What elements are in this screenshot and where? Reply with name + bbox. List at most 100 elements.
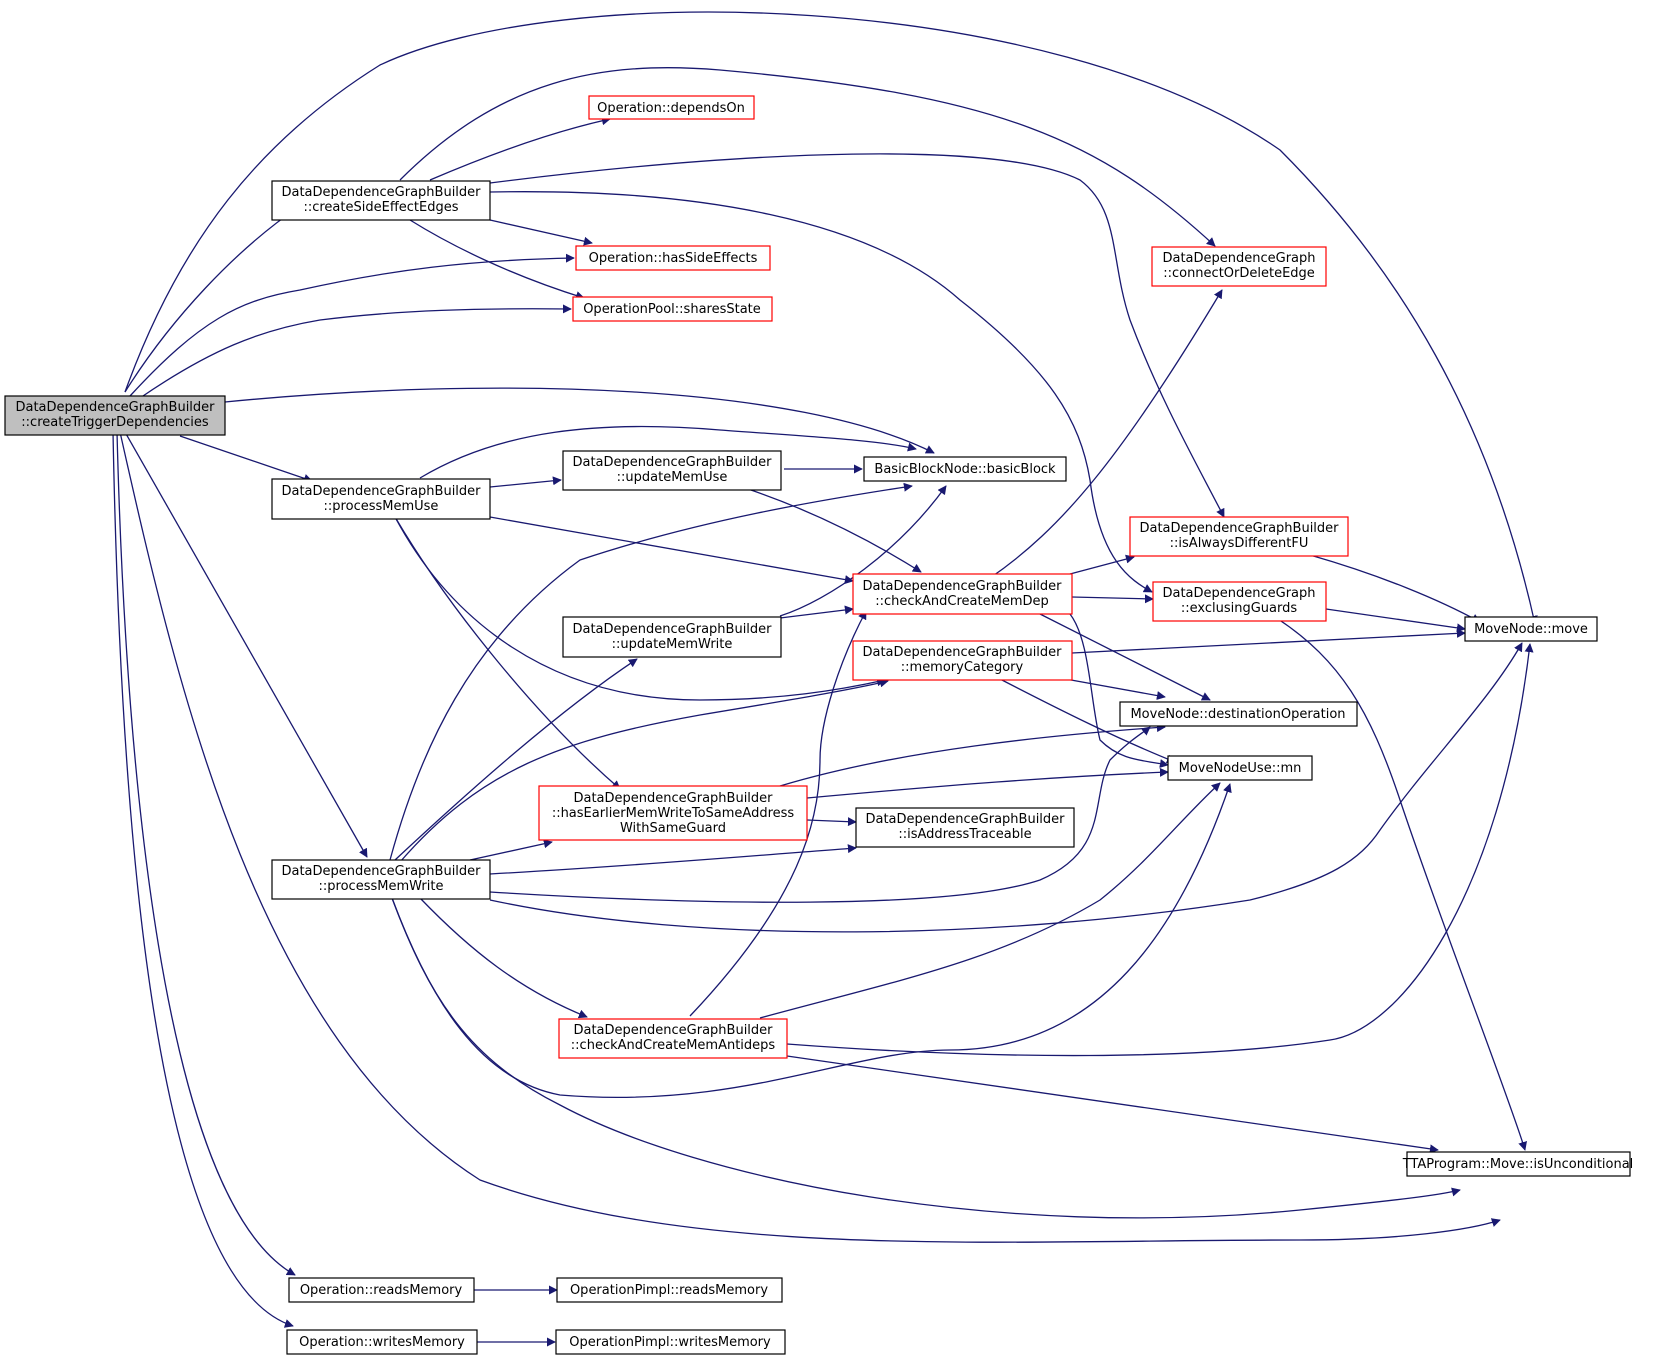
node-label: ::isAlwaysDifferentFU: [1170, 536, 1309, 551]
node-label: DataDependenceGraphBuilder: [862, 579, 1062, 594]
node-label: DataDependenceGraphBuilder: [862, 645, 1062, 660]
node-update-mem-use[interactable]: DataDependenceGraphBuilder ::updateMemUs…: [562, 450, 782, 491]
edge-root-writesMemory: [112, 431, 294, 1328]
node-update-mem-write[interactable]: DataDependenceGraphBuilder ::updateMemWr…: [562, 616, 782, 658]
nodes: DataDependenceGraphBuilder ::createTrigg…: [4, 95, 1634, 1355]
node-label: DataDependenceGraphBuilder: [572, 622, 772, 637]
edge-pmu-hasEarlierMemWrite: [394, 516, 621, 790]
node-depends-on[interactable]: Operation::dependsOn: [588, 95, 755, 120]
node-label: DataDependenceGraphBuilder: [573, 1023, 773, 1038]
node-basic-block[interactable]: BasicBlockNode::basicBlock: [863, 456, 1067, 482]
edge-cse-hasSideEffects: [489, 219, 593, 246]
node-label: ::createSideEffectEdges: [303, 200, 458, 215]
edge-root-createSideEffectEdges: [124, 205, 301, 393]
node-process-mem-write[interactable]: DataDependenceGraphBuilder ::processMemW…: [271, 859, 491, 900]
edge-umw-basicBlock: [779, 485, 947, 617]
node-label: DataDependenceGraphBuilder: [281, 185, 481, 200]
node-writes-memory[interactable]: Operation::writesMemory: [286, 1329, 478, 1355]
node-label: DataDependenceGraphBuilder: [281, 484, 481, 499]
node-label: MoveNode::destinationOperation: [1130, 707, 1345, 722]
node-mn[interactable]: MoveNodeUse::mn: [1167, 755, 1313, 781]
node-label: DataDependenceGraphBuilder: [15, 400, 215, 415]
node-label: Operation::hasSideEffects: [589, 251, 758, 266]
edge-ccmd-mn: [1069, 613, 1169, 769]
edge-umw-checkAndCreateMemDep: [779, 605, 854, 619]
edge-iadfu-move: [1309, 554, 1481, 623]
node-label: Operation::dependsOn: [597, 101, 745, 116]
edge-ccma-move: [786, 643, 1534, 1057]
edge-pmu-memoryCategory: [394, 516, 886, 701]
node-create-trigger-dependencies[interactable]: DataDependenceGraphBuilder ::createTrigg…: [4, 395, 226, 436]
node-label: Operation::readsMemory: [300, 1283, 463, 1298]
edge-ccmd-destinationOperation: [1039, 613, 1211, 701]
edge-root-processMemUse: [179, 435, 313, 483]
edge-root-isUnconditional: [119, 431, 1501, 1243]
node-label: OperationPool::sharesState: [583, 302, 761, 317]
edge-ccma-isUnconditional: [786, 1055, 1439, 1154]
edge-eg-move: [1325, 608, 1466, 633]
node-label: OperationPimpl::writesMemory: [569, 1335, 771, 1350]
node-label: ::connectOrDeleteEdge: [1163, 266, 1315, 281]
edge-pmu-checkAndCreateMemDep: [489, 516, 854, 585]
edge-root-readsMemory: [116, 431, 296, 1276]
node-label: ::checkAndCreateMemAntideps: [571, 1038, 776, 1053]
edge-hemw-destinationOperation: [779, 723, 1166, 787]
node-process-mem-use[interactable]: DataDependenceGraphBuilder ::processMemU…: [271, 478, 491, 520]
edge-pmw-mn: [391, 783, 1232, 1099]
node-label: DataDependenceGraphBuilder: [281, 864, 481, 879]
node-is-unconditional[interactable]: TTAProgram::Move::isUnconditional: [1402, 1151, 1634, 1177]
node-label: ::memoryCategory: [901, 660, 1024, 675]
edge-ccma-mn: [759, 782, 1221, 1019]
edge-cse-sharesState: [409, 219, 585, 300]
node-memory-category[interactable]: DataDependenceGraphBuilder ::memoryCateg…: [852, 640, 1073, 681]
node-label: TTAProgram::Move::isUnconditional: [1402, 1157, 1634, 1172]
edge-pmw-memoryCategory: [399, 678, 889, 863]
edge-pmw-destinationOperation: [489, 726, 1151, 903]
node-label: ::processMemUse: [324, 499, 439, 514]
edge-mc-destinationOperation: [1059, 677, 1166, 700]
edge-root-sharesState: [139, 304, 572, 399]
edge-pmw-isAddressTraceable: [489, 844, 857, 875]
node-shares-state[interactable]: OperationPool::sharesState: [572, 296, 773, 322]
edge-pmw-isUnconditional: [391, 897, 1461, 1219]
node-destination-operation[interactable]: MoveNode::destinationOperation: [1119, 701, 1358, 727]
node-has-side-effects[interactable]: Operation::hasSideEffects: [575, 245, 771, 271]
edge-root-hasSideEffects: [129, 253, 575, 397]
node-label: ::createTriggerDependencies: [21, 415, 209, 430]
edge-umu-checkAndCreateMemDep: [747, 488, 922, 573]
node-is-address-traceable[interactable]: DataDependenceGraphBuilder ::isAddressTr…: [855, 807, 1075, 848]
node-label: ::hasEarlierMemWriteToSameAddress: [552, 806, 795, 821]
node-create-side-effect-edges[interactable]: DataDependenceGraphBuilder ::createSideE…: [271, 180, 491, 221]
edge-pmw-basicBlock: [389, 482, 913, 861]
node-is-always-different-fu[interactable]: DataDependenceGraphBuilder ::isAlwaysDif…: [1129, 516, 1349, 557]
node-label: WithSameGuard: [620, 821, 726, 836]
node-pimpl-reads-memory[interactable]: OperationPimpl::readsMemory: [556, 1277, 783, 1303]
node-reads-memory[interactable]: Operation::readsMemory: [288, 1277, 475, 1303]
edge-root-processMemWrite: [124, 431, 368, 858]
node-check-and-create-mem-dep[interactable]: DataDependenceGraphBuilder ::checkAndCre…: [852, 573, 1073, 615]
node-label: DataDependenceGraphBuilder: [573, 791, 773, 806]
edge-pmu-basicBlock: [419, 425, 917, 479]
edge-cse-isAlwaysDifferentFU: [489, 153, 1225, 518]
node-has-earlier-mem-write[interactable]: DataDependenceGraphBuilder ::hasEarlierM…: [538, 785, 808, 841]
node-label: DataDependenceGraph: [1162, 251, 1315, 266]
node-label: DataDependenceGraphBuilder: [572, 455, 772, 470]
edge-ccmd-connectOrDeleteEdge: [989, 289, 1223, 579]
node-exclusing-guards[interactable]: DataDependenceGraph ::exclusingGuards: [1152, 581, 1327, 622]
node-connect-or-delete-edge[interactable]: DataDependenceGraph ::connectOrDeleteEdg…: [1151, 246, 1327, 287]
edge-root-basicBlock: [224, 387, 935, 454]
node-pimpl-writes-memory[interactable]: OperationPimpl::writesMemory: [555, 1329, 786, 1355]
edge-cse-dependsOn: [429, 116, 611, 181]
edge-ccmd-isAlwaysDifferentFU: [1069, 554, 1135, 575]
node-label: MoveNode::move: [1474, 622, 1588, 637]
edge-ccma-checkAndCreateMemDep: [689, 610, 867, 1017]
edge-mc-move: [1071, 628, 1466, 654]
node-move[interactable]: MoveNode::move: [1464, 616, 1598, 642]
node-label: ::exclusingGuards: [1181, 601, 1298, 616]
edges: [112, 11, 1538, 1347]
node-check-and-create-mem-antideps[interactable]: DataDependenceGraphBuilder ::checkAndCre…: [558, 1018, 788, 1059]
node-label: DataDependenceGraphBuilder: [1139, 521, 1339, 536]
node-label: BasicBlockNode::basicBlock: [874, 462, 1056, 477]
edge-pmw-updateMemWrite: [394, 658, 638, 861]
